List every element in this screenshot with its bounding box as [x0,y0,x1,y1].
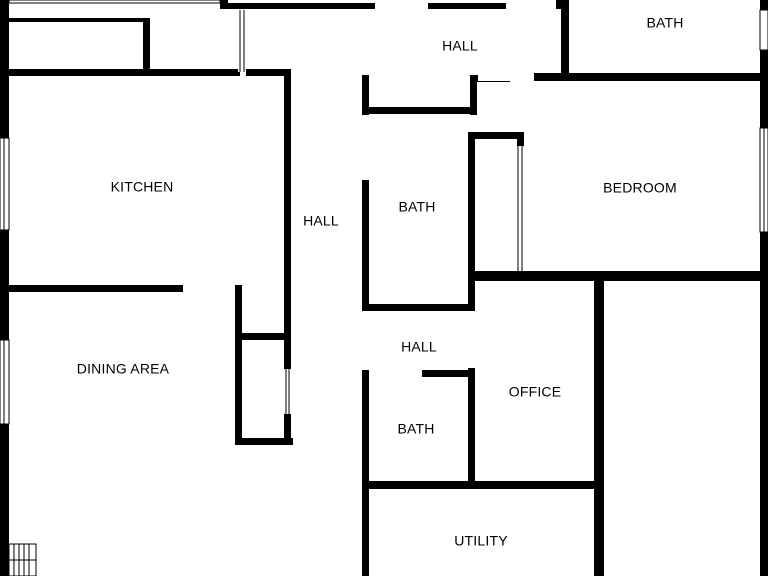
window-top-left [8,0,221,4]
room-label-office: OFFICE [509,384,562,400]
wall-kitchen-top [9,69,240,76]
wall-top-segment-2 [220,3,375,9]
wall-top-left-post [143,18,150,72]
wall-left-exterior [0,0,9,576]
wall-bedroom-bottom [468,271,768,281]
room-label-hall-top: HALL [442,38,478,54]
wall-bath-lower-top [422,370,475,377]
door-top-hall-bath [478,73,534,81]
wall-closet-top [235,333,291,340]
door-openings [238,10,534,414]
wall-bedroom-top-left [470,75,477,115]
room-label-bath-mid: BATH [398,199,435,215]
room-label-bedroom: BEDROOM [603,180,677,196]
wall-office-left [468,368,475,486]
wall-top-segment-4 [556,0,564,9]
wall-office-right [594,278,604,576]
wall-closet-right [284,333,291,369]
wall-central-vertical [468,132,475,311]
room-label-bath-lower: BATH [397,421,434,437]
door-bath-mid [362,130,369,180]
door-kitchen-hall [238,10,246,72]
wall-bath-mid-top-stub [362,75,369,115]
wall-closet-bedroom-top [468,132,524,139]
wall-kitchen-east [284,69,291,337]
wall-closet-left [235,285,242,445]
windows [0,0,768,425]
window-right-bath [759,9,768,51]
room-label-hall-mid: HALL [303,213,339,229]
wall-right-exterior-upper [760,0,768,576]
wall-bath-mid-bottom [362,304,474,311]
wall-bath-mid-top [362,107,474,114]
wall-bath-lower-left [362,370,369,576]
door-office [468,311,475,368]
wall-bath-top-bottom [534,73,768,81]
wall-top-left-upper [9,18,150,22]
room-label-hall-lower: HALL [401,339,437,355]
door-closet-hall [284,369,291,414]
wall-top-segment-3 [428,3,506,9]
wall-closet-right-lower [284,414,291,445]
wall-closet-bedroom-right [517,132,524,146]
wall-kitchen-dining-divider [9,285,183,292]
wall-bath-top-left [561,0,569,76]
stairs [8,543,37,576]
room-labels: BATH HALL KITCHEN HALL BATH BEDROOM HALL… [77,15,684,549]
room-label-utility: UTILITY [454,533,508,549]
room-label-dining: DINING AREA [77,361,170,377]
room-label-kitchen: KITCHEN [111,179,174,195]
wall-utility-top [362,481,604,489]
room-label-bath-top: BATH [646,15,683,31]
door-bedroom-closet [517,146,524,271]
wall-bath-mid-left [362,180,369,311]
wall-kitchen-top-right [246,69,291,76]
wall-closet-bottom [235,438,293,445]
door-hall-lower-bath [369,370,422,377]
